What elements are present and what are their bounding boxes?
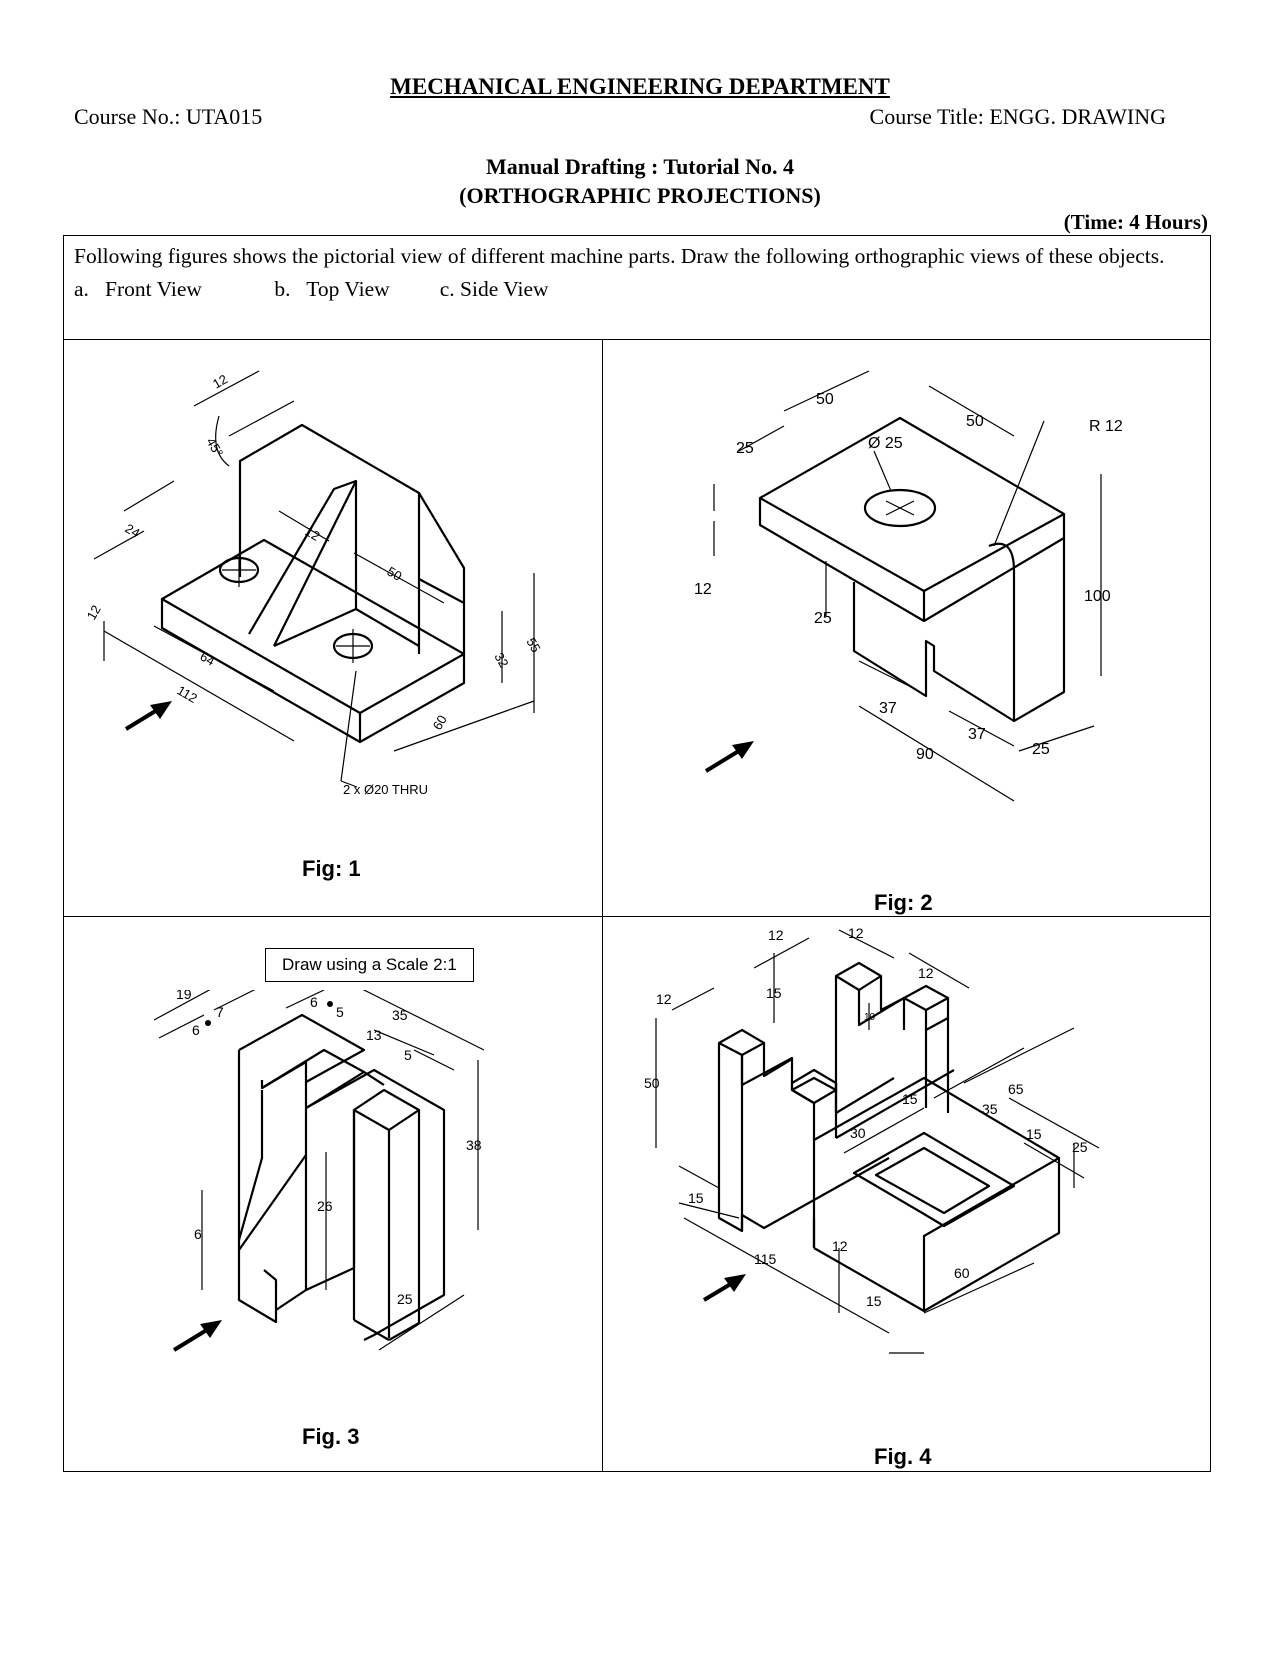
- svg-text:50: 50: [816, 391, 834, 408]
- svg-text:25: 25: [736, 440, 754, 457]
- fig1-hole-note: 2 x Ø20 THRU: [343, 782, 428, 797]
- svg-text:32: 32: [491, 650, 511, 670]
- figure-2-drawing: 50 50 25 Ø 25 R 12 12 25 100 37 37 90 25: [694, 370, 1123, 802]
- svg-text:Ø 25: Ø 25: [868, 435, 903, 452]
- svg-text:15: 15: [688, 1190, 704, 1206]
- svg-text:38: 38: [466, 1137, 482, 1153]
- fig3-view-arrow: [172, 1320, 222, 1352]
- svg-text:12: 12: [84, 602, 104, 622]
- svg-text:19: 19: [176, 990, 192, 1002]
- tutorial-heading: Manual Drafting : Tutorial No. 4 (ORTHOG…: [0, 152, 1280, 210]
- svg-text:25: 25: [1072, 1139, 1088, 1155]
- svg-text:60: 60: [430, 712, 450, 732]
- svg-text:37: 37: [879, 700, 897, 717]
- svg-text:10: 10: [864, 1012, 876, 1023]
- figures-grid: [63, 340, 1211, 1472]
- svg-text:15: 15: [902, 1091, 918, 1107]
- svg-text:25: 25: [814, 610, 832, 627]
- svg-text:12: 12: [303, 524, 323, 544]
- grid-divider-horizontal: [63, 916, 1211, 917]
- svg-text:35: 35: [982, 1101, 998, 1117]
- svg-text:65: 65: [1008, 1081, 1024, 1097]
- svg-text:5: 5: [336, 1004, 344, 1020]
- fig2-caption: Fig: 2: [874, 890, 933, 915]
- svg-text:12: 12: [768, 927, 784, 943]
- svg-text:12: 12: [832, 1238, 848, 1254]
- svg-text:60: 60: [954, 1265, 970, 1281]
- figure-3-drawing: 19 6 7 6 5 35 13 5 38 26 6 25: [153, 990, 485, 1352]
- svg-text:24: 24: [123, 521, 143, 541]
- fig1-caption: Fig: 1: [302, 856, 361, 881]
- course-number: Course No.: UTA015: [74, 104, 263, 129]
- svg-text:12: 12: [656, 991, 672, 1007]
- svg-text:15: 15: [766, 985, 782, 1001]
- fig1-view-arrow: [124, 701, 172, 731]
- svg-text:115: 115: [754, 1251, 777, 1267]
- fig2-hole: [863, 488, 937, 528]
- svg-text:12: 12: [210, 371, 230, 391]
- svg-text:30: 30: [850, 1125, 866, 1141]
- fig3-caption: Fig. 3: [302, 1424, 360, 1449]
- time-allowed: (Time: 4 Hours): [1063, 210, 1208, 234]
- svg-text:55: 55: [523, 635, 543, 655]
- view-top: b. Top View: [274, 277, 390, 301]
- fig4-view-arrow: [702, 1274, 746, 1302]
- svg-text:12: 12: [918, 965, 934, 981]
- svg-text:5: 5: [404, 1047, 412, 1063]
- svg-text:6: 6: [310, 994, 318, 1010]
- figure-1-drawing: 12 45° 24 12 12 50 64 112 32 55 60 2 x Ø…: [84, 370, 544, 797]
- svg-text:25: 25: [1032, 741, 1050, 758]
- figure-4-drawing: 12 12 12 12 15 10 50 65 15 35 30 15 25 1…: [644, 925, 1100, 1354]
- svg-text:25: 25: [397, 1291, 413, 1307]
- svg-text:50: 50: [644, 1075, 660, 1091]
- tutorial-subtitle: (ORTHOGRAPHIC PROJECTIONS): [459, 183, 821, 208]
- svg-text:50: 50: [966, 413, 984, 430]
- svg-text:26: 26: [317, 1198, 333, 1214]
- svg-text:35: 35: [392, 1007, 408, 1023]
- fig2-view-arrow: [704, 741, 754, 773]
- svg-text:37: 37: [968, 726, 986, 743]
- department-title: MECHANICAL ENGINEERING DEPARTMENT: [390, 74, 890, 99]
- grid-divider-vertical: [602, 340, 603, 1472]
- view-front: a. Front View: [74, 277, 202, 301]
- svg-text:12: 12: [694, 581, 712, 598]
- svg-text:64: 64: [198, 649, 218, 669]
- svg-text:7: 7: [216, 1004, 224, 1020]
- fig4-caption: Fig. 4: [874, 1444, 932, 1469]
- instructions-box: Following figures shows the pictorial vi…: [63, 235, 1211, 340]
- svg-text:50: 50: [385, 564, 405, 584]
- svg-text:90: 90: [916, 746, 934, 763]
- svg-text:112: 112: [175, 683, 200, 706]
- svg-text:45°: 45°: [203, 435, 226, 460]
- course-title: Course Title: ENGG. DRAWING: [869, 104, 1166, 129]
- svg-text:15: 15: [866, 1293, 882, 1309]
- svg-text:6: 6: [192, 1022, 200, 1038]
- svg-text:15: 15: [1026, 1126, 1042, 1142]
- svg-text:6: 6: [194, 1226, 202, 1242]
- svg-text:100: 100: [1084, 588, 1111, 605]
- instructions-text: Following figures shows the pictorial vi…: [74, 244, 1165, 268]
- svg-text:R 12: R 12: [1089, 418, 1123, 435]
- view-side: c. Side View: [439, 277, 549, 301]
- views-list: a. Front View b. Top View c. Side View: [74, 273, 1200, 306]
- fig3-scale-note: Draw using a Scale 2:1: [265, 948, 474, 982]
- svg-text:12: 12: [848, 925, 864, 941]
- tutorial-title: Manual Drafting : Tutorial No. 4: [485, 154, 795, 179]
- svg-text:13: 13: [366, 1027, 382, 1043]
